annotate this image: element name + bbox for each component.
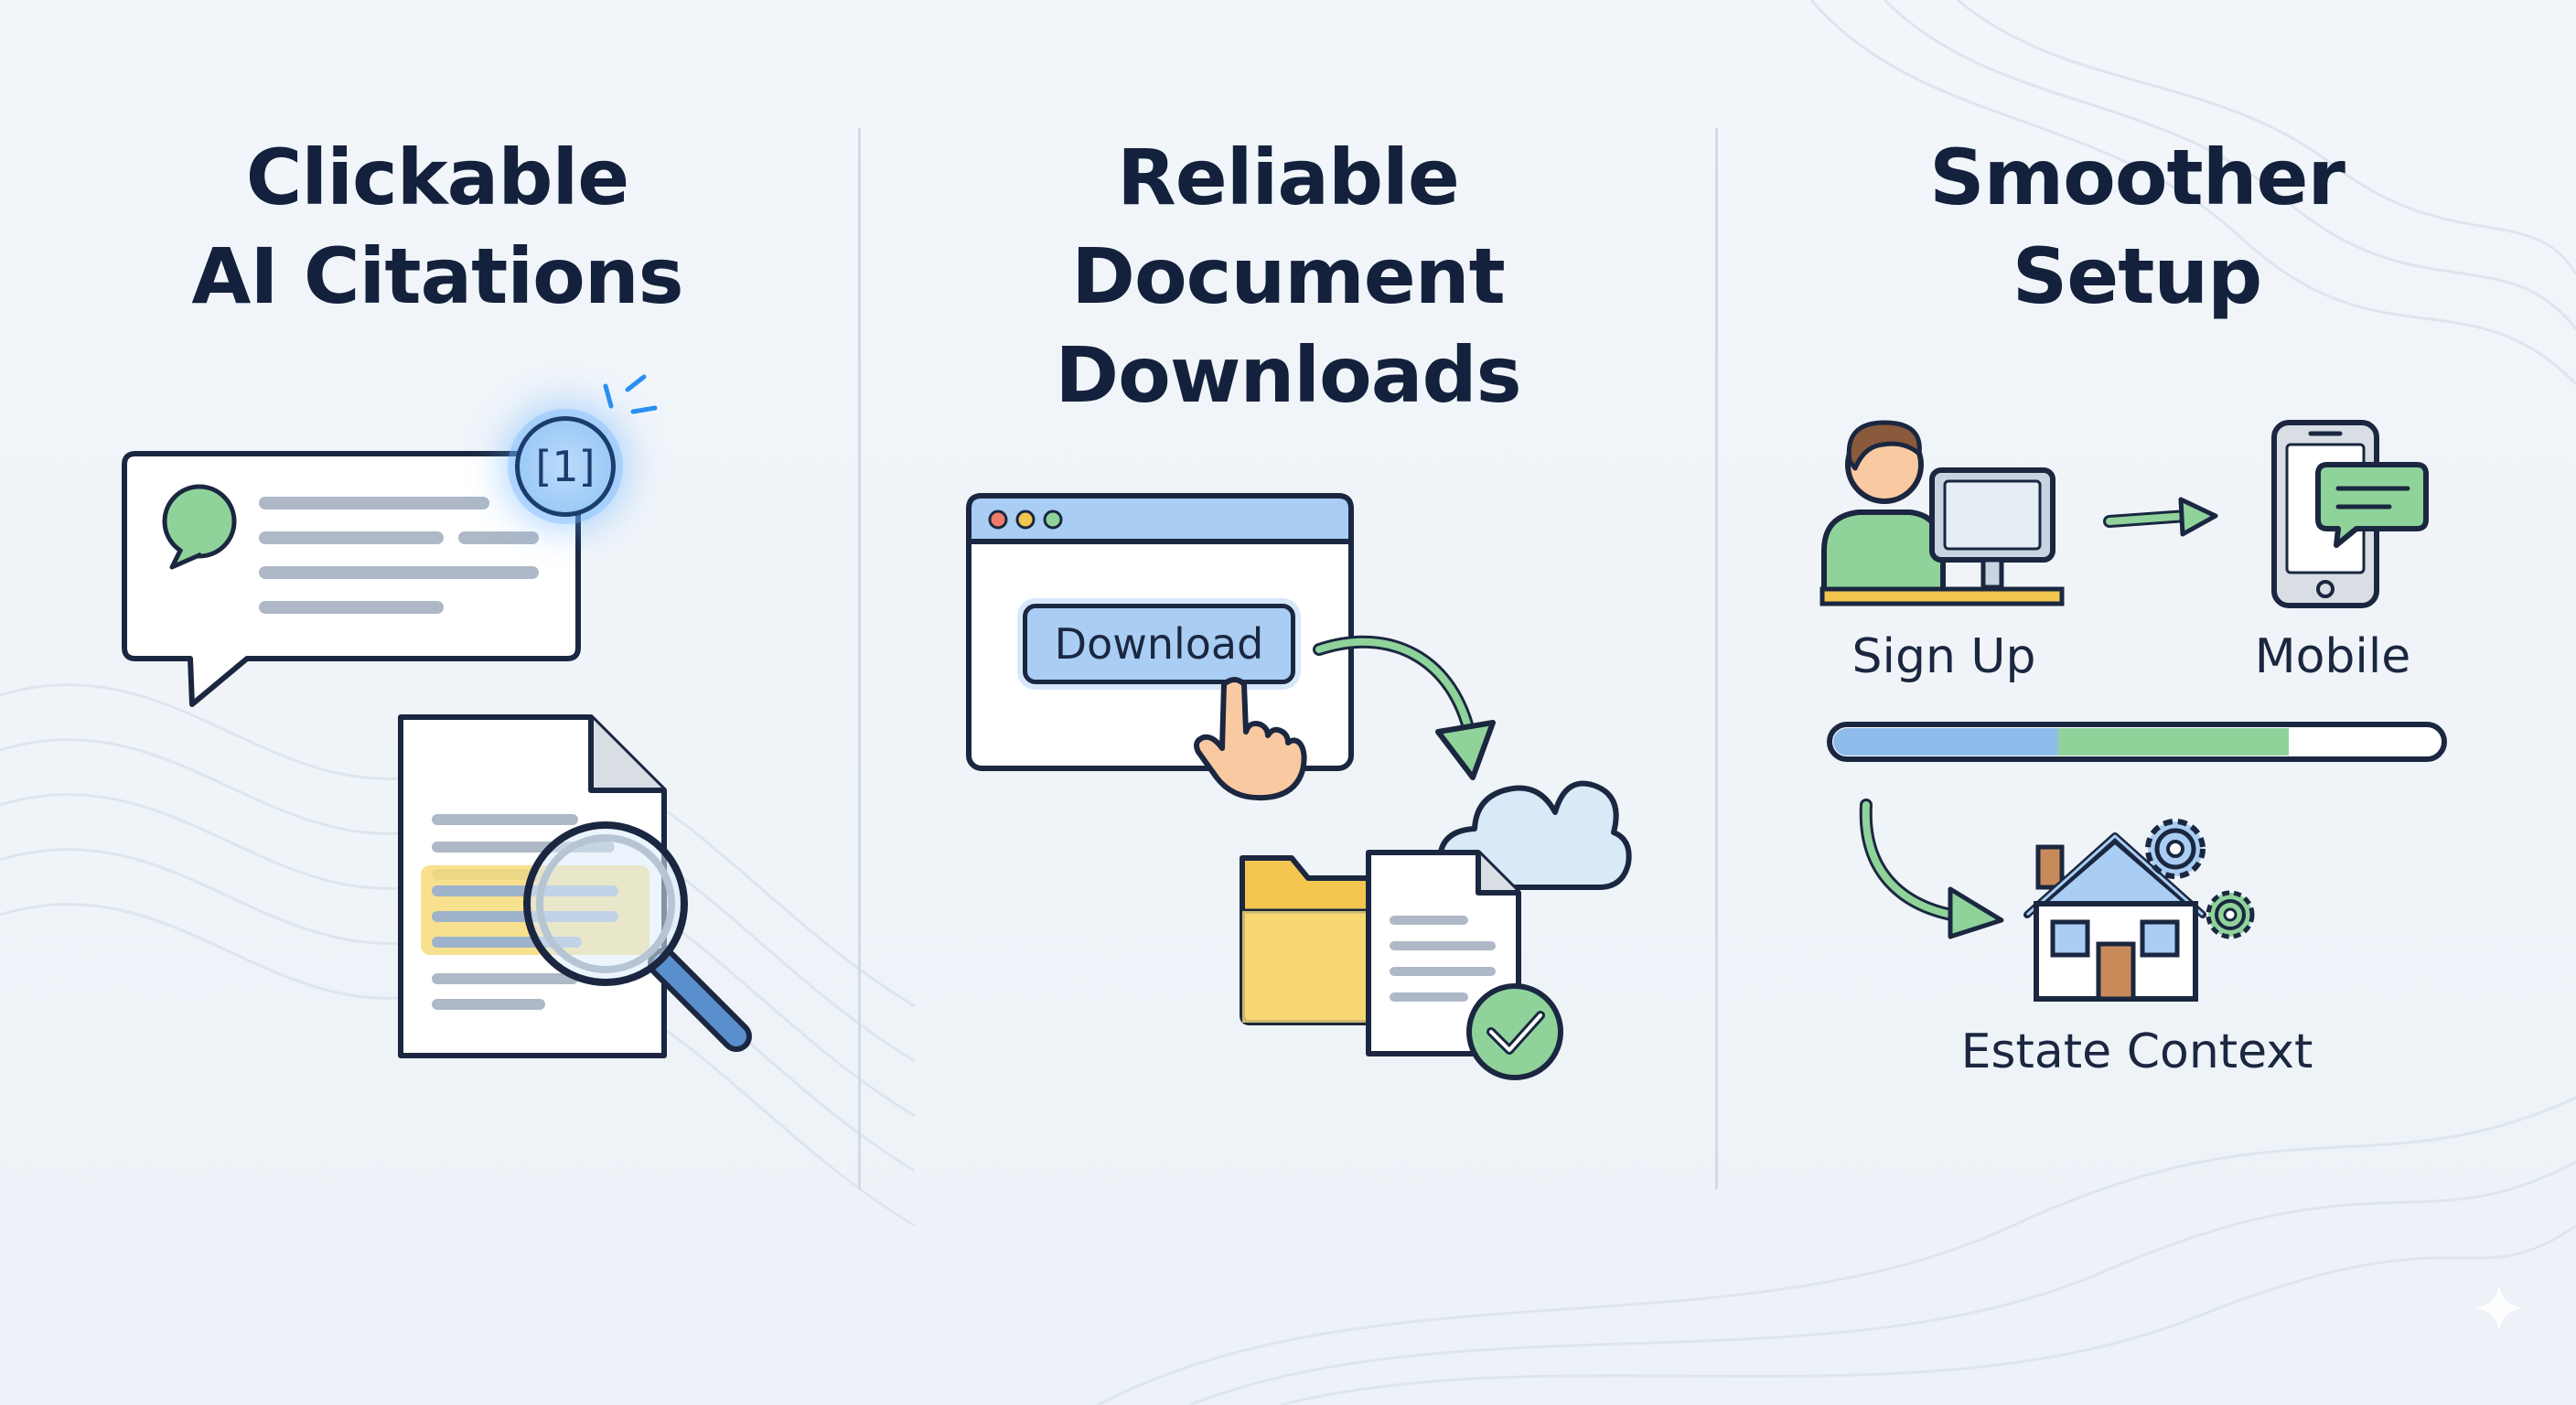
arrow-to-folder-icon bbox=[1313, 635, 1496, 780]
panel-title-setup: Smoother Setup bbox=[1725, 128, 2549, 326]
small-gear-icon bbox=[2206, 890, 2255, 939]
user-at-desktop-icon bbox=[1819, 420, 2065, 606]
corner-sparkle-icon bbox=[2475, 1284, 2523, 1332]
estate-context-label: Estate Context bbox=[1960, 1024, 2313, 1079]
divider-left bbox=[858, 128, 861, 1189]
curved-arrow-icon bbox=[1859, 799, 2004, 939]
mobile-phone-icon bbox=[2271, 420, 2429, 608]
panel-title-downloads: Reliable Document Downloads bbox=[876, 128, 1700, 424]
divider-right bbox=[1715, 128, 1718, 1189]
checkmark-icon bbox=[1466, 983, 1563, 1080]
title-line: Setup bbox=[2012, 231, 2263, 321]
speech-icon bbox=[162, 484, 237, 559]
title-line: AI Citations bbox=[191, 231, 683, 321]
arrow-right-icon bbox=[2103, 497, 2218, 537]
setup-progress-bar bbox=[1827, 722, 2447, 762]
progress-fill-green bbox=[2057, 728, 2289, 756]
pointer-hand-icon bbox=[1194, 677, 1307, 801]
download-button[interactable]: Download bbox=[1023, 604, 1295, 684]
title-line: Downloads bbox=[1055, 330, 1521, 420]
sparkle-icon bbox=[603, 374, 658, 414]
title-line: Smoother bbox=[1929, 133, 2345, 222]
panel-title-citations: Clickable AI Citations bbox=[26, 128, 849, 326]
document-magnifier-icon bbox=[398, 714, 752, 1058]
folder-icon bbox=[1240, 855, 1386, 1025]
citation-badge[interactable]: [1] bbox=[515, 416, 616, 517]
house-with-gears-icon bbox=[2023, 819, 2255, 1002]
gear-icon bbox=[2145, 819, 2206, 879]
sign-up-label: Sign Up bbox=[1852, 629, 2036, 684]
progress-fill-blue bbox=[1833, 728, 2072, 756]
mobile-label: Mobile bbox=[2254, 629, 2411, 684]
title-line: Clickable bbox=[245, 133, 629, 222]
title-line: Reliable bbox=[1117, 133, 1460, 222]
title-line: Document bbox=[1071, 231, 1505, 321]
